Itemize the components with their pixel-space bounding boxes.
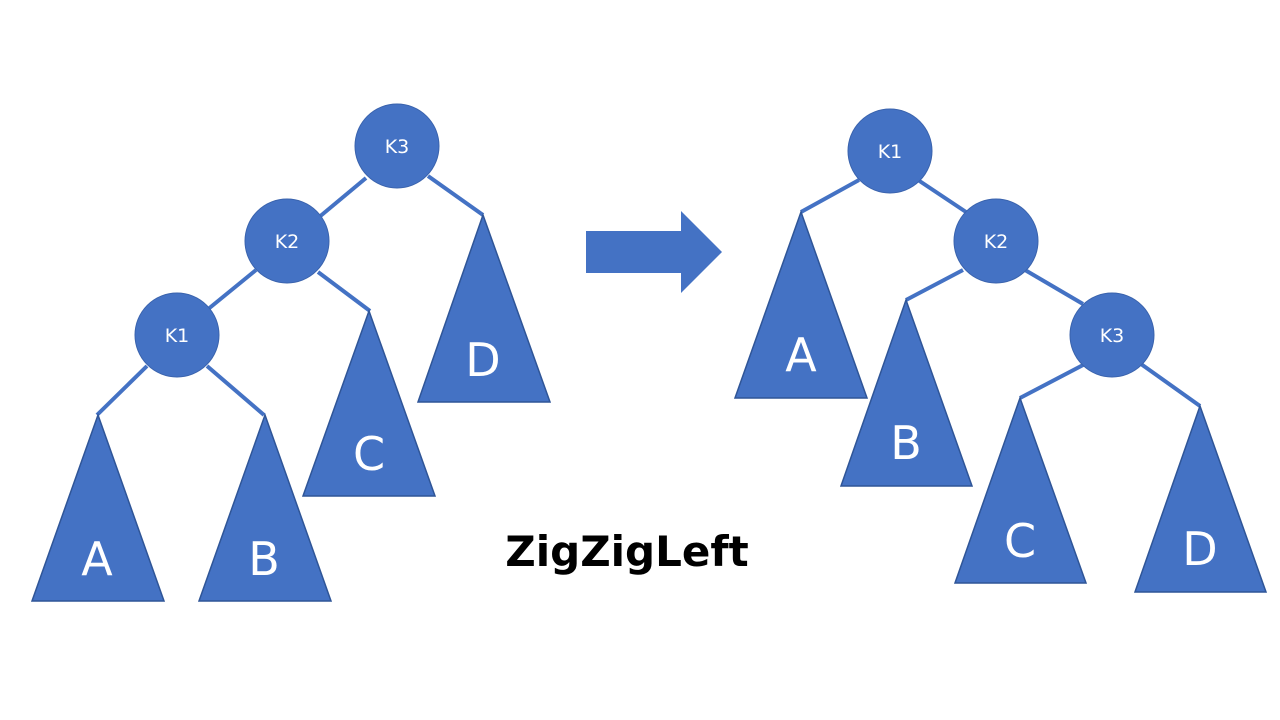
subtree-b-label-after: B [890, 416, 922, 470]
edge-k3-c-after [1019, 362, 1086, 400]
node-k3-label: K3 [385, 136, 410, 158]
node-k2-label: K2 [275, 231, 300, 253]
edge-k3-d-after [1139, 362, 1202, 408]
edge-k2-c [316, 270, 372, 313]
edge-k1-b [205, 364, 266, 417]
node-k2-label-after: K2 [984, 231, 1009, 253]
right-arrow-icon [586, 211, 722, 293]
node-k2 [244, 198, 330, 284]
node-k3-after [1069, 292, 1155, 378]
tree-after: A B C D K1 K2 K3 [733, 108, 1268, 593]
node-k1-label-after: K1 [878, 141, 903, 163]
edge-k3-k2 [316, 176, 368, 220]
edge-k2-k1 [205, 268, 258, 312]
subtree-a-triangle [30, 412, 166, 602]
tree-before: A B C D K3 K2 K1 [30, 103, 552, 602]
node-k1-after [847, 108, 933, 194]
subtree-a-label: A [81, 532, 113, 586]
subtree-d-triangle [416, 212, 552, 403]
subtree-c-triangle [301, 308, 437, 497]
edge-k1-a [95, 364, 149, 417]
subtree-b-triangle-after [839, 297, 974, 487]
subtree-d-triangle-after [1133, 403, 1268, 593]
edge-k3-d [426, 174, 485, 217]
diagram-caption: ZigZigLeft [505, 527, 748, 576]
node-k1 [134, 292, 220, 378]
edge-k2-k3-after [1023, 268, 1085, 306]
subtree-b-label: B [248, 532, 280, 586]
node-k3 [354, 103, 440, 189]
edge-k2-b-after [905, 268, 964, 302]
edge-k1-k2-after [916, 178, 968, 214]
subtree-c-label: C [353, 427, 385, 481]
subtree-a-label-after: A [785, 328, 817, 382]
node-k2-after [953, 198, 1039, 284]
subtree-a-triangle-after [733, 209, 869, 399]
subtree-b-triangle [197, 412, 333, 602]
subtree-d-label: D [465, 333, 500, 387]
subtree-c-triangle-after [953, 395, 1088, 584]
node-k3-label-after: K3 [1100, 325, 1125, 347]
node-k1-label: K1 [165, 325, 190, 347]
edge-k1-a-after [800, 178, 860, 214]
subtree-d-label-after: D [1182, 522, 1217, 576]
subtree-c-label-after: C [1004, 514, 1036, 568]
